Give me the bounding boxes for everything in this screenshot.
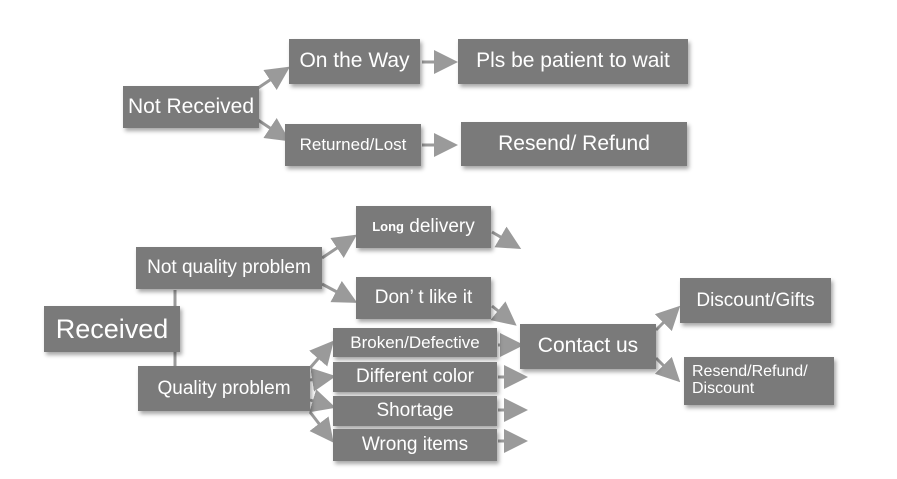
arrow-quality-to-broken	[308, 340, 334, 369]
long-delivery-box: Long delivery	[356, 206, 491, 248]
dont-like-it-box: Don’ t like it	[356, 277, 491, 319]
arrow-quality-to-wrong	[308, 411, 334, 443]
arrow-contact-to-resend-refund-discount	[654, 356, 681, 383]
resend-refund-discount-line1: Resend/Refund/	[692, 363, 808, 381]
arrow-not-quality-to-dont-like	[321, 280, 358, 303]
on-the-way-box: On the Way	[289, 39, 420, 84]
wrong-items-box: Wrong items	[333, 429, 497, 461]
pls-be-patient-box: Pls be patient to wait	[458, 39, 688, 84]
returned-lost-box: Returned/Lost	[285, 124, 421, 166]
received-box: Received	[44, 306, 180, 352]
discount-gifts-box: Discount/Gifts	[680, 278, 831, 323]
arrow-not-received-to-on-the-way	[257, 66, 290, 90]
resend-refund-discount-line2: Discount	[692, 380, 755, 397]
arrow-contact-to-discount	[654, 305, 681, 332]
resend-refund-box: Resend/ Refund	[461, 122, 687, 166]
delivery-label: delivery	[404, 216, 475, 238]
long-label: Long	[372, 219, 404, 235]
shortage-box: Shortage	[333, 396, 497, 426]
arrow-not-quality-to-long-delivery	[321, 234, 357, 260]
arrow-not-received-to-returned-lost	[257, 118, 290, 142]
broken-defective-box: Broken/Defective	[333, 328, 497, 357]
arrow-dont-like-to-contact	[490, 301, 517, 326]
arrow-quality-to-color	[309, 367, 336, 392]
not-quality-problem-box: Not quality problem	[136, 247, 322, 289]
arrow-long-delivery-out	[491, 226, 522, 250]
quality-problem-box: Quality problem	[138, 366, 310, 411]
not-received-box: Not Received	[123, 86, 259, 128]
arrow-quality-to-shortage	[309, 389, 336, 413]
contact-us-box: Contact us	[520, 324, 656, 369]
resend-refund-discount-box: Resend/Refund/ Discount	[684, 357, 834, 405]
different-color-box: Different color	[333, 362, 497, 392]
